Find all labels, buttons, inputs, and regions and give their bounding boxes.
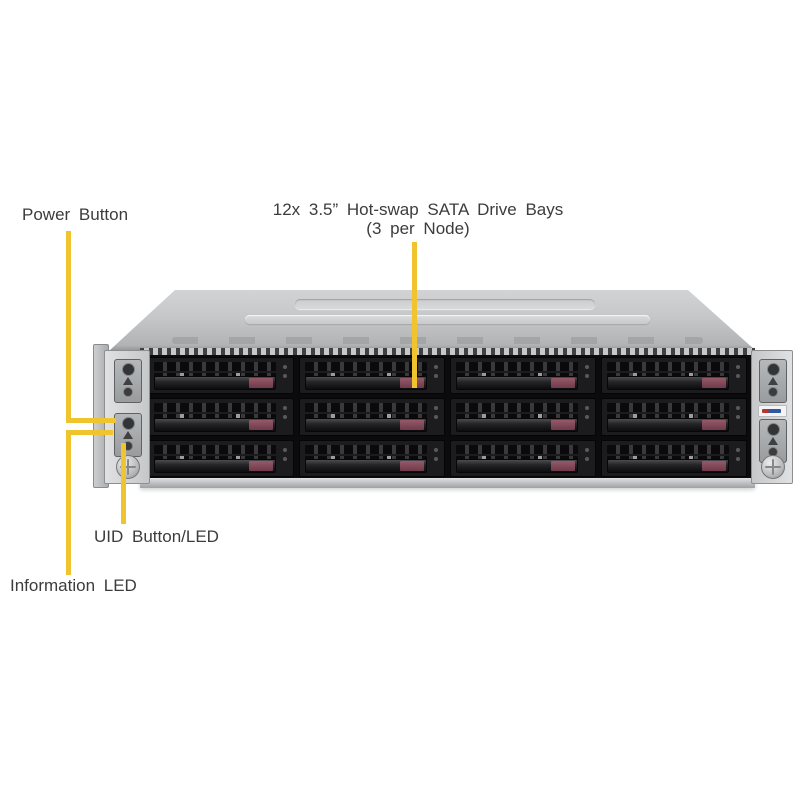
tray-led-indicators — [432, 365, 440, 378]
tray-led-indicators — [432, 406, 440, 420]
tray-grille — [456, 403, 578, 413]
drive-bay-tray — [148, 398, 294, 436]
tray-latch — [551, 460, 575, 471]
tray-grille — [154, 444, 276, 454]
power-button — [121, 417, 135, 430]
tray-release-handle — [154, 417, 276, 432]
drive-bay-tray — [299, 357, 445, 395]
drive-bay-tray — [601, 398, 747, 436]
tray-release-handle — [154, 376, 276, 391]
drive-bay-tray — [148, 439, 294, 477]
drive-bay-grid — [148, 357, 747, 477]
tray-release-handle — [607, 376, 729, 391]
chassis-ear-left — [104, 350, 150, 484]
drive-bays-label-line2: (3 per Node) — [366, 219, 470, 238]
information-led-icon — [123, 377, 133, 385]
tray-grille — [456, 362, 578, 371]
chassis-bottom-strip — [140, 478, 755, 488]
tray-release-handle — [607, 417, 729, 432]
power-button — [766, 423, 780, 436]
information-led-icon — [768, 377, 778, 385]
tray-release-handle — [456, 417, 578, 432]
tray-led-indicators — [734, 406, 742, 420]
drive-bays-label: 12x 3.5” Hot-swap SATA Drive Bays (3 per… — [268, 200, 568, 238]
drive-bay-tray — [148, 357, 294, 395]
drive-bay-tray — [299, 398, 445, 436]
chassis-top-panel — [110, 290, 755, 350]
uid-button — [768, 387, 778, 397]
supermicro-logo — [758, 405, 787, 417]
control-panel-node-lower — [114, 413, 142, 457]
chassis-front-face — [140, 348, 755, 488]
tray-latch — [400, 419, 424, 430]
tray-release-handle — [305, 417, 427, 432]
tray-led-indicators — [281, 447, 289, 461]
power-button-label: Power Button — [22, 205, 129, 224]
tray-led-indicators — [583, 447, 591, 461]
top-panel-vent-slots — [172, 337, 703, 344]
tray-release-handle — [154, 458, 276, 473]
drive-bay-tray — [450, 439, 596, 477]
callout-line-information-horizontal — [66, 430, 113, 435]
tray-latch — [551, 378, 575, 389]
tray-led-indicators — [281, 365, 289, 378]
tray-latch — [249, 419, 273, 430]
information-led-icon — [123, 431, 133, 439]
tray-grille — [607, 362, 729, 371]
thumbscrew-icon — [116, 455, 140, 479]
tray-grille — [607, 444, 729, 454]
tray-release-handle — [607, 458, 729, 473]
top-panel-emboss — [295, 299, 595, 309]
drive-bay-tray — [601, 439, 747, 477]
tray-grille — [607, 403, 729, 413]
tray-grille — [456, 444, 578, 454]
information-led-label: Information LED — [10, 576, 137, 595]
chassis-ear-right — [751, 350, 793, 484]
tray-latch — [702, 419, 726, 430]
tray-release-handle — [456, 458, 578, 473]
drive-bay-tray — [450, 357, 596, 395]
callout-line-power-vertical — [66, 231, 71, 421]
tray-led-indicators — [281, 406, 289, 420]
information-led-icon — [768, 437, 778, 445]
tray-grille — [305, 444, 427, 454]
tray-latch — [400, 460, 424, 471]
tray-release-handle — [456, 376, 578, 391]
tray-led-indicators — [583, 365, 591, 378]
drive-bay-tray — [450, 398, 596, 436]
drive-bay-tray — [299, 439, 445, 477]
control-panel-node-upper — [759, 359, 787, 403]
callout-line-drive-bays-vertical — [412, 242, 417, 388]
callout-line-information-vertical — [66, 430, 71, 575]
uid-button — [123, 387, 133, 397]
callout-line-uid-vertical — [121, 443, 126, 524]
control-panel-node-upper — [114, 359, 142, 403]
tray-led-indicators — [583, 406, 591, 420]
tray-latch — [249, 378, 273, 389]
tray-grille — [305, 362, 427, 371]
tray-grille — [154, 403, 276, 413]
tray-latch — [249, 460, 273, 471]
tray-grille — [305, 403, 427, 413]
power-button — [121, 363, 135, 376]
front-vent-strip — [140, 348, 755, 356]
tray-led-indicators — [734, 447, 742, 461]
tray-release-handle — [305, 376, 427, 391]
power-button — [766, 363, 780, 376]
tray-led-indicators — [734, 365, 742, 378]
tray-grille — [154, 362, 276, 371]
tray-led-indicators — [432, 447, 440, 461]
thumbscrew-icon — [761, 455, 785, 479]
callout-line-power-horizontal — [66, 418, 116, 423]
uid-button-label: UID Button/LED — [94, 527, 219, 546]
drive-bay-tray — [601, 357, 747, 395]
tray-latch — [702, 460, 726, 471]
tray-latch — [551, 419, 575, 430]
tray-latch — [702, 378, 726, 389]
drive-bays-label-line1: 12x 3.5” Hot-swap SATA Drive Bays — [272, 200, 564, 219]
tray-release-handle — [305, 458, 427, 473]
top-panel-emboss — [245, 315, 650, 324]
